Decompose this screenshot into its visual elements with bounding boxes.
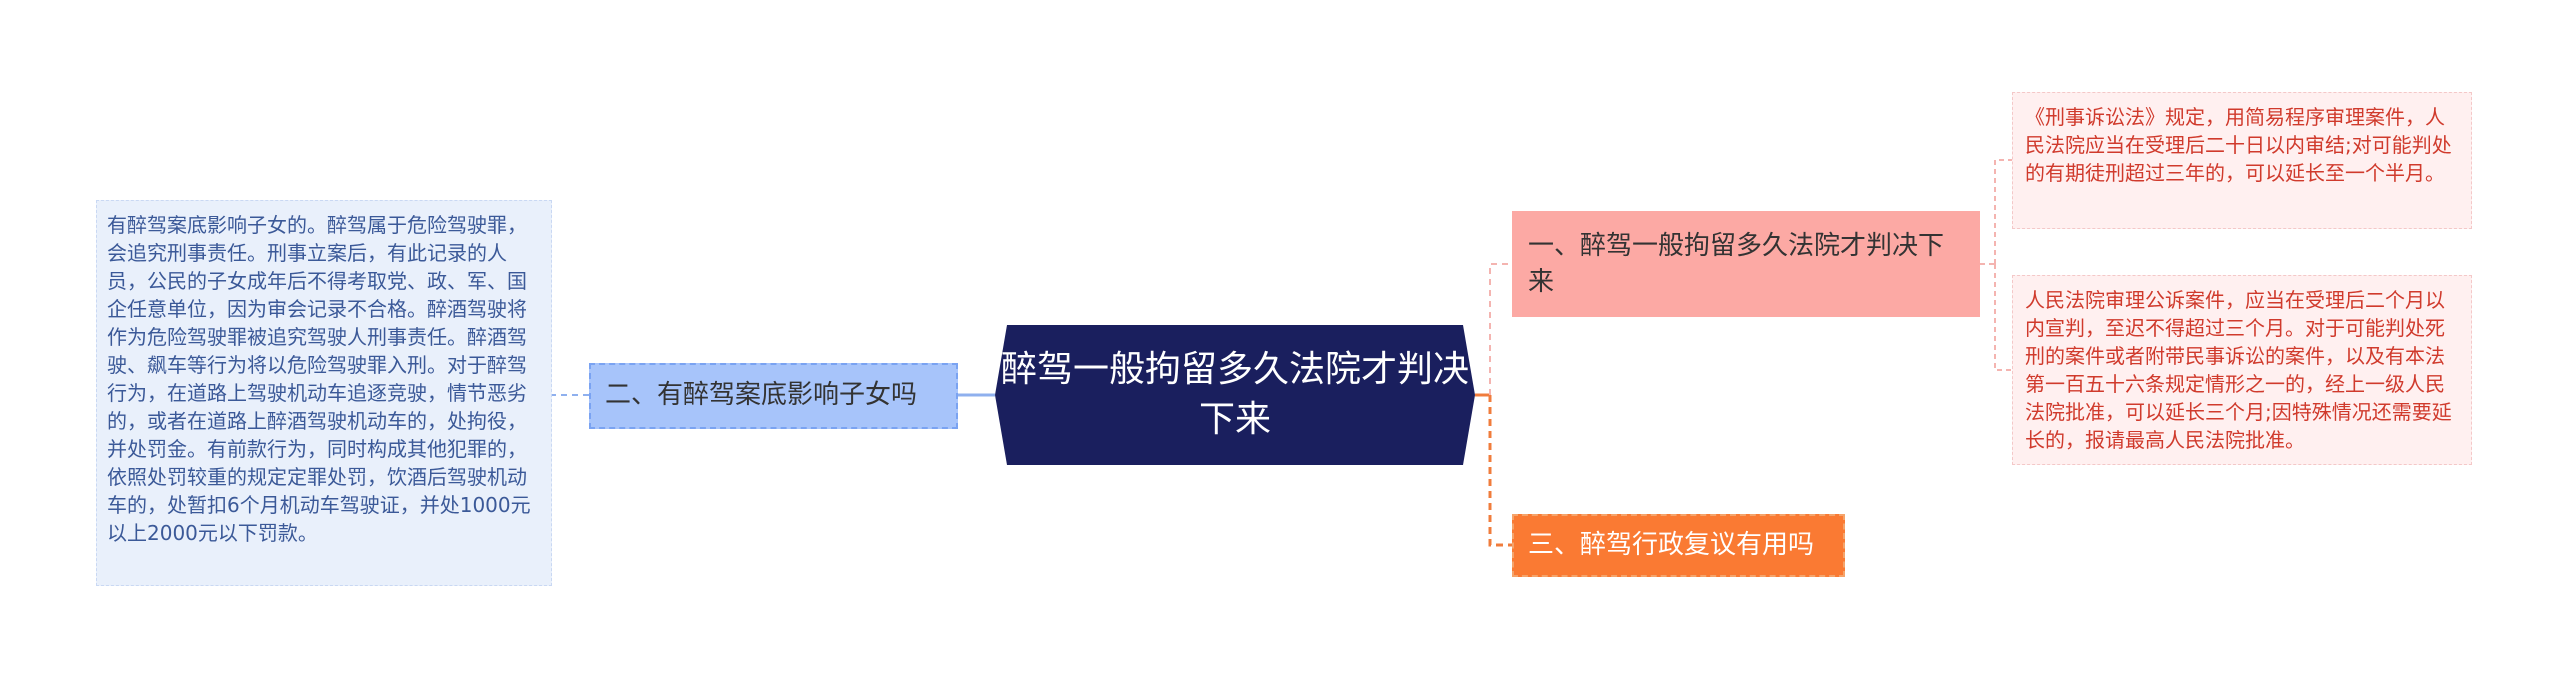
branch-node-3[interactable]: 三、醉驾行政复议有用吗 xyxy=(1512,514,1845,577)
link-trunk-branch1 xyxy=(1489,263,1512,395)
branch-node-1[interactable]: 一、醉驾一般拘留多久法院才判决下来 xyxy=(1512,211,1980,317)
branch-node-2[interactable]: 二、有醉驾案底影响子女吗 xyxy=(589,363,958,429)
leaf-node-1[interactable]: 《刑事诉讼法》规定，用简易程序审理案件，人民法院应当在受理后二十日以内审结;对可… xyxy=(2012,92,2472,229)
leaf-text: 《刑事诉讼法》规定，用简易程序审理案件，人民法院应当在受理后二十日以内审结;对可… xyxy=(2025,105,2452,185)
root-title: 醉驾一般拘留多久法院才判决下来 xyxy=(1000,349,1469,440)
leaf-text: 人民法院审理公诉案件，应当在受理后二个月以内宣判，至迟不得超过三个月。对于可能判… xyxy=(2025,288,2452,452)
link-branch1-leaf2 xyxy=(1994,264,2012,371)
leaf-node-3[interactable]: 有醉驾案底影响子女的。醉驾属于危险驾驶罪，会追究刑事责任。刑事立案后，有此记录的… xyxy=(96,200,552,586)
root-node[interactable]: 醉驾一般拘留多久法院才判决下来 xyxy=(995,325,1475,465)
branch-label: 三、醉驾行政复议有用吗 xyxy=(1528,530,1815,560)
link-branch1-leaf1 xyxy=(1994,159,2012,264)
link-trunk-branch3 xyxy=(1488,395,1512,547)
leaf-node-2[interactable]: 人民法院审理公诉案件，应当在受理后二个月以内宣判，至迟不得超过三个月。对于可能判… xyxy=(2012,275,2472,465)
root-hexagon-shape xyxy=(995,325,1475,465)
branch-label: 二、有醉驾案底影响子女吗 xyxy=(605,380,918,410)
branch-label: 一、醉驾一般拘留多久法院才判决下来 xyxy=(1528,231,1945,297)
leaf-text: 有醉驾案底影响子女的。醉驾属于危险驾驶罪，会追究刑事责任。刑事立案后，有此记录的… xyxy=(107,213,531,545)
